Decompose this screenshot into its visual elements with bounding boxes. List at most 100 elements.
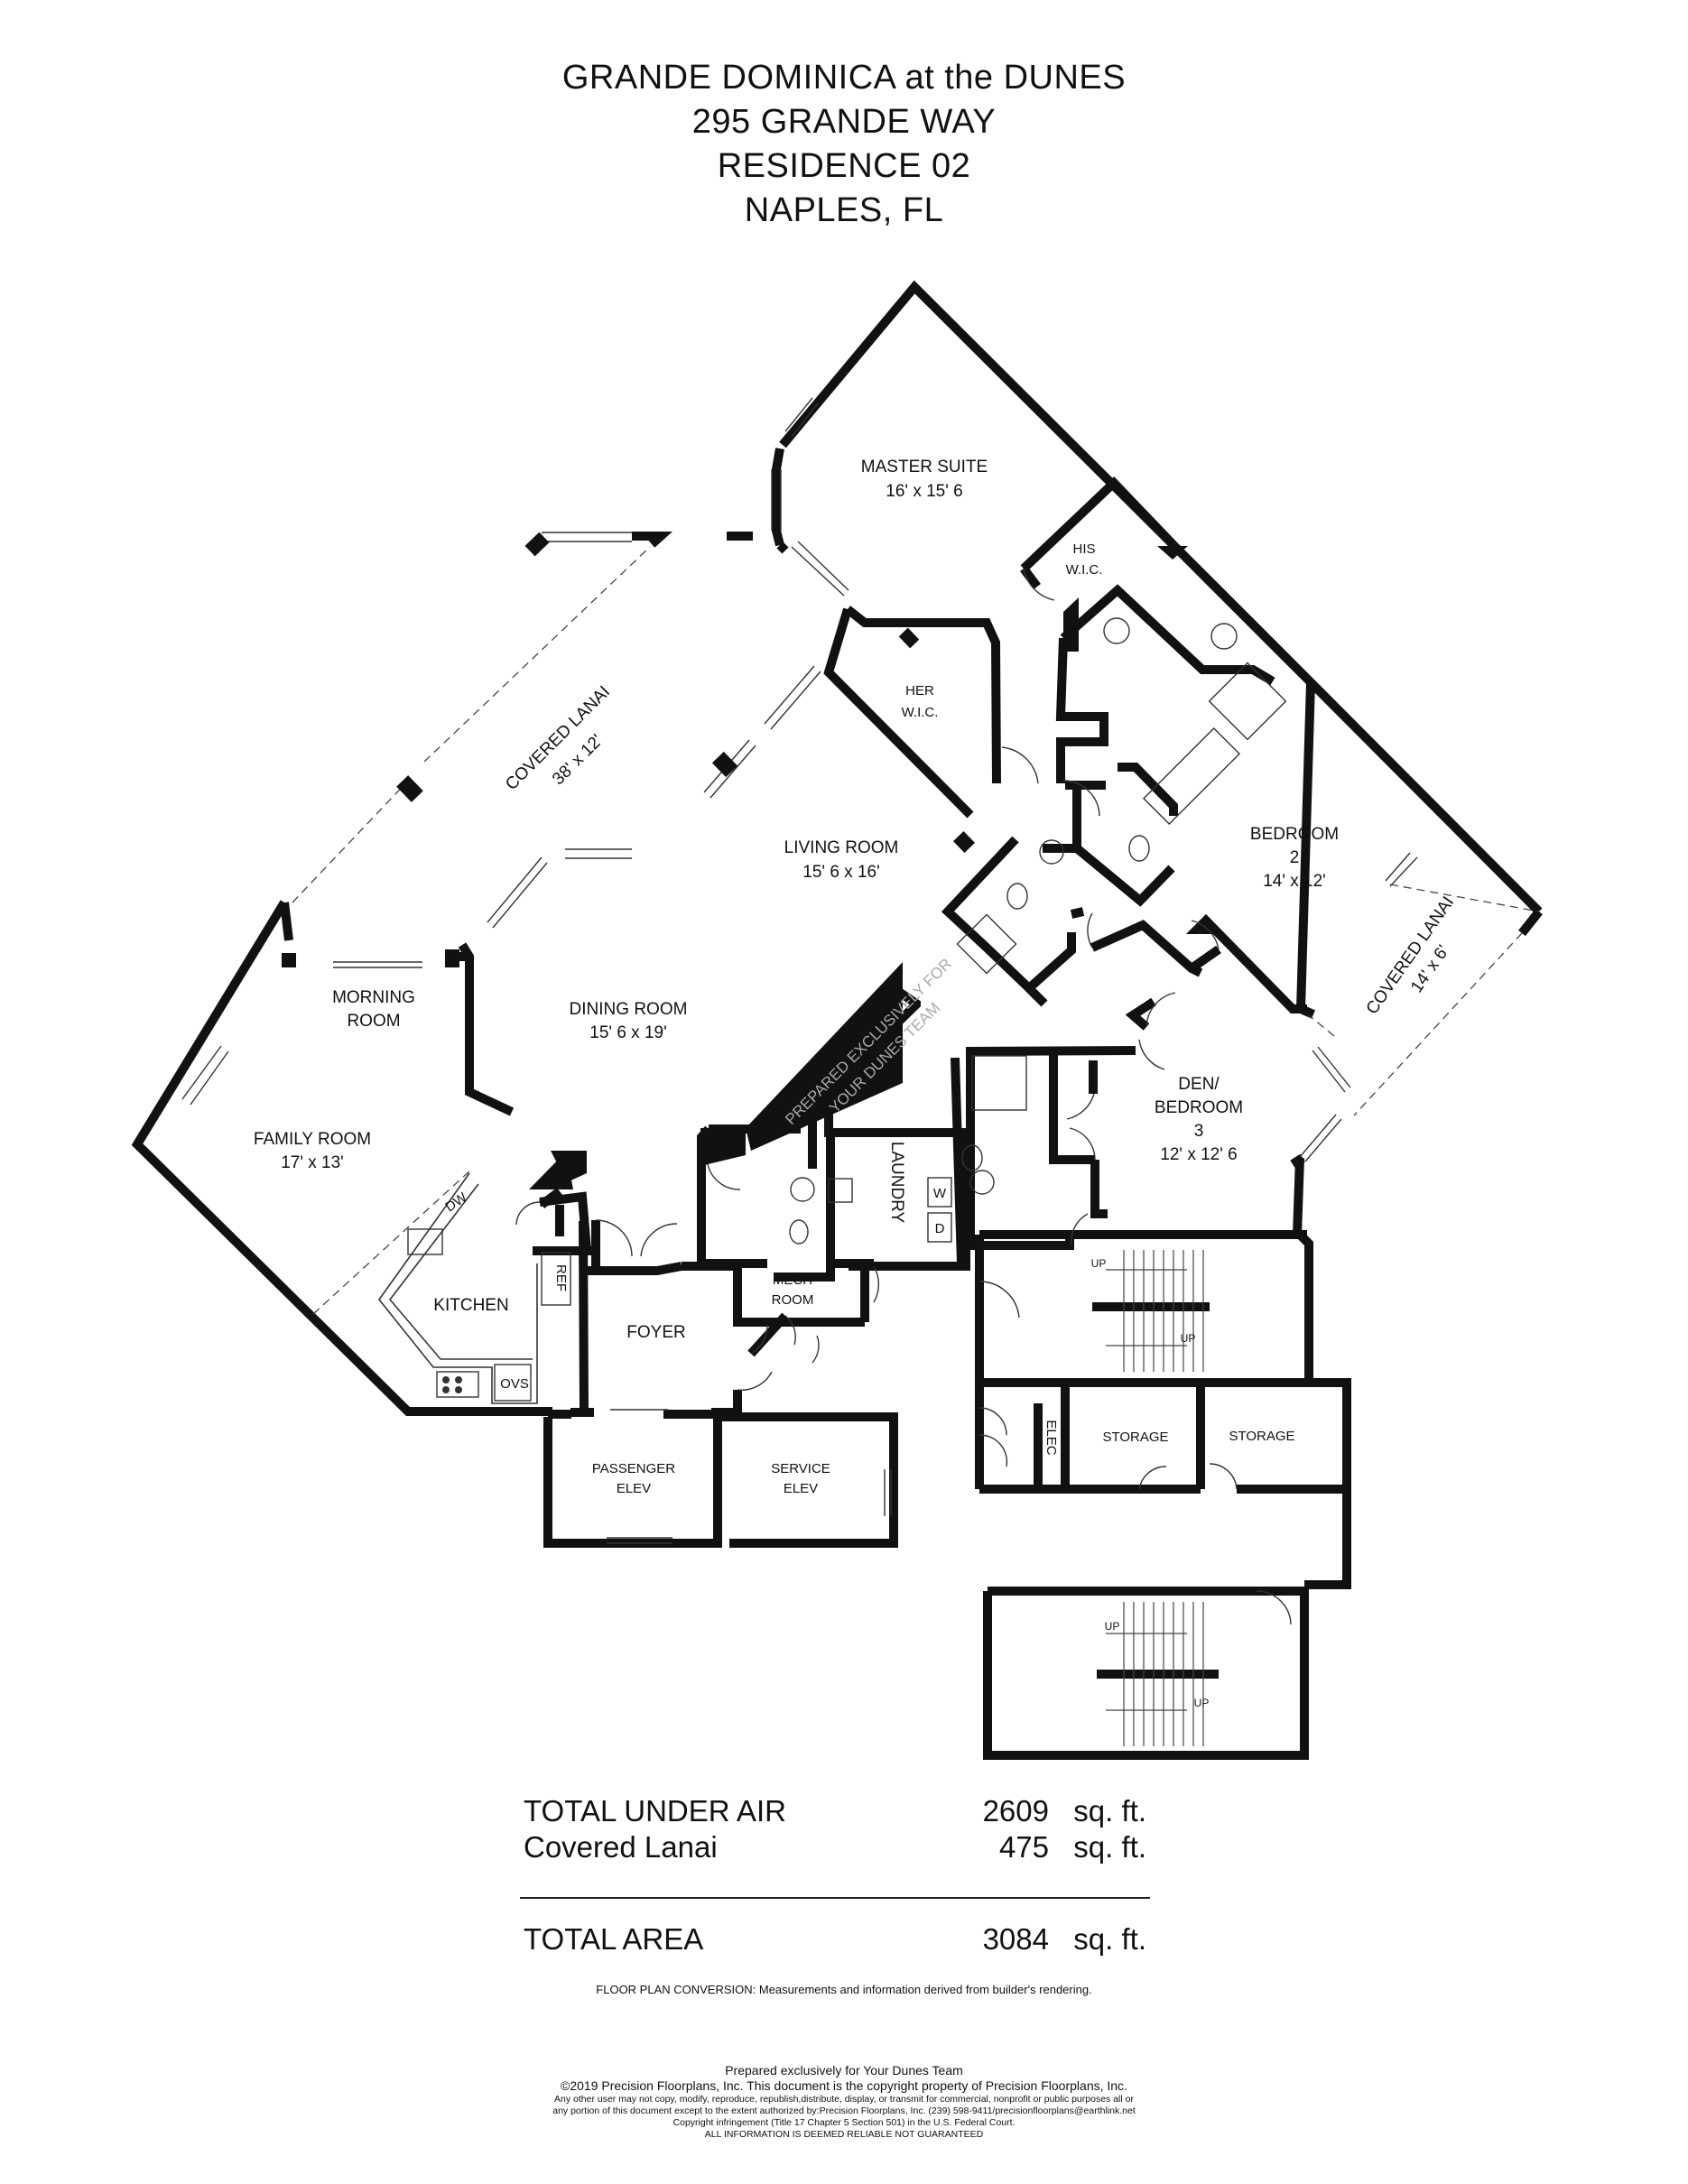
den-label-2: BEDROOM: [1155, 1098, 1243, 1117]
lanai-posts: [282, 532, 976, 967]
master-tub: [1142, 726, 1241, 826]
stair-up-label-4: UP: [1194, 1697, 1210, 1709]
area-value: 2609: [982, 1794, 1049, 1828]
refrigerator: [541, 1252, 571, 1306]
kitchen-sink: [407, 1228, 443, 1255]
master-toilet: [1128, 835, 1150, 862]
bath2-sink: [1039, 839, 1064, 865]
copyright-footer: Prepared exclusively for Your Dunes Team…: [0, 2063, 1688, 2141]
her-wic-label: HER: [905, 683, 934, 699]
range-burners: [442, 1376, 462, 1393]
elec-label: ELEC: [1043, 1420, 1059, 1455]
bath3-sink: [969, 1170, 995, 1195]
foyer-label: FOYER: [626, 1323, 685, 1342]
laundry-label: LAUNDRY: [887, 1142, 906, 1224]
storage-2-label: STORAGE: [1229, 1429, 1294, 1444]
bedroom-2-number: 2: [1290, 848, 1300, 867]
service-elev-label: SERVICE: [771, 1461, 830, 1476]
infringement-line: Copyright infringement (Title 17 Chapter…: [672, 2117, 1016, 2128]
powder-toilet: [789, 1219, 809, 1245]
total-area: TOTAL AREA 3084 sq. ft.: [524, 1922, 1146, 1958]
refrigerator-label: REF: [553, 1264, 569, 1291]
his-wic-label-2: W.I.C.: [1066, 562, 1103, 578]
morning-room-label-2: ROOM: [347, 1012, 400, 1031]
total-area-label: TOTAL AREA: [524, 1922, 704, 1956]
area-unit: sq. ft.: [1073, 1830, 1146, 1864]
range: [436, 1371, 479, 1398]
powder-sink: [790, 1177, 815, 1202]
master-suite-label: MASTER SUITE: [861, 458, 988, 477]
prepared-for-line: Prepared exclusively for Your Dunes Team: [725, 2063, 963, 2078]
wall-wedges: [529, 546, 1188, 1189]
dining-room-label: DINING ROOM: [570, 1000, 688, 1019]
street-address: 295 GRANDE WAY: [691, 103, 997, 141]
mech-room-label: MECH: [773, 1272, 812, 1288]
master-sink-left: [1103, 617, 1130, 644]
bath3-toilet: [961, 1144, 983, 1171]
dryer-label: D: [935, 1221, 945, 1236]
stair-lower: [1106, 1602, 1204, 1746]
dining-room-dims: 15' 6 x 19': [589, 1023, 666, 1042]
fixture-labels: DW REF OVS W D UP UP UP UP: [442, 1186, 1209, 1709]
bedroom-2-dims: 14' x 12': [1263, 872, 1326, 891]
watermark-line-1: PREPARED EXCLUSIVELY FOR: [782, 955, 955, 1128]
dryer: [927, 1212, 952, 1243]
master-shower: [1208, 662, 1287, 741]
dishwasher-label: DW: [442, 1189, 470, 1216]
windows: [181, 397, 1418, 1544]
stair-up-label-2: UP: [1181, 1332, 1196, 1345]
his-wic-label: HIS: [1072, 541, 1095, 557]
bath2-toilet: [1006, 883, 1028, 910]
residence-number: RESIDENCE 02: [717, 147, 971, 185]
area-row-covered-lanai: Covered Lanai 475 sq. ft.: [524, 1830, 1146, 1866]
kitchen-counter: [377, 1172, 538, 1404]
area-row-total: TOTAL AREA 3084 sq. ft.: [524, 1922, 1146, 1958]
walls: [131, 280, 1543, 1760]
family-room-label: FAMILY ROOM: [254, 1130, 371, 1149]
ovens: [494, 1364, 532, 1402]
building-name: GRANDE DOMINICA at the DUNES: [561, 59, 1127, 97]
usage-terms-line-1: Any other user may not copy, modify, rep…: [554, 2094, 1134, 2105]
area-summary: TOTAL UNDER AIR 2609 sq. ft. Covered Lan…: [524, 1794, 1146, 1866]
floor-plan: MASTER SUITE 16' x 15' 6 HIS W.I.C. HER …: [131, 280, 1543, 1760]
copyright-line: ©2019 Precision Floorplans, Inc. This do…: [561, 2078, 1127, 2093]
passenger-elev-label: PASSENGER: [592, 1461, 675, 1476]
service-elev-label-2: ELEV: [784, 1481, 818, 1496]
den-label: DEN/: [1178, 1075, 1220, 1094]
her-wic-label-2: W.I.C.: [902, 705, 939, 720]
door-swings: [515, 568, 1292, 1625]
area-row-under-air: TOTAL UNDER AIR 2609 sq. ft.: [524, 1794, 1146, 1830]
total-area-value: 3084: [982, 1922, 1049, 1956]
bedroom-2-label: BEDROOM: [1250, 825, 1339, 844]
lanai-edges: [292, 546, 1540, 1315]
living-room-dims: 15' 6 x 16': [802, 863, 879, 882]
appliances: [494, 1177, 952, 1402]
area-label: Covered Lanai: [524, 1830, 718, 1864]
fixtures: [407, 617, 1287, 1398]
ovens-label: OVS: [500, 1376, 529, 1392]
den-number: 3: [1194, 1122, 1204, 1141]
passenger-elev-label-2: ELEV: [617, 1481, 651, 1496]
washer: [927, 1177, 952, 1208]
area-divider: [520, 1897, 1150, 1899]
washer-label: W: [933, 1186, 947, 1201]
city-state: NAPLES, FL: [744, 191, 944, 229]
plan-title-block: GRANDE DOMINICA at the DUNES 295 GRANDE …: [0, 56, 1688, 233]
watermark: PREPARED EXCLUSIVELY FOR YOUR DUNES TEAM: [782, 955, 955, 1128]
area-label: TOTAL UNDER AIR: [524, 1794, 786, 1828]
stair-up-label-1: UP: [1091, 1257, 1107, 1270]
morning-room-label: MORNING: [332, 988, 415, 1007]
family-room-dims: 17' x 13': [281, 1153, 344, 1172]
den-dims: 12' x 12' 6: [1160, 1145, 1237, 1164]
disclaimer-line: ALL INFORMATION IS DEEMED RELIABLE NOT G…: [704, 2129, 984, 2140]
conversion-note: FLOOR PLAN CONVERSION: Measurements and …: [596, 1983, 1092, 1996]
bath2-shower: [956, 913, 1017, 975]
mech-room-label-2: ROOM: [772, 1292, 814, 1308]
kitchen-label: KITCHEN: [433, 1296, 508, 1315]
master-sink-right: [1210, 623, 1238, 650]
total-area-unit: sq. ft.: [1073, 1922, 1146, 1956]
stair-upper: [1106, 1250, 1204, 1372]
bath3-shower: [971, 1055, 1027, 1111]
area-unit: sq. ft.: [1073, 1794, 1146, 1828]
storage-1-label: STORAGE: [1102, 1430, 1168, 1445]
